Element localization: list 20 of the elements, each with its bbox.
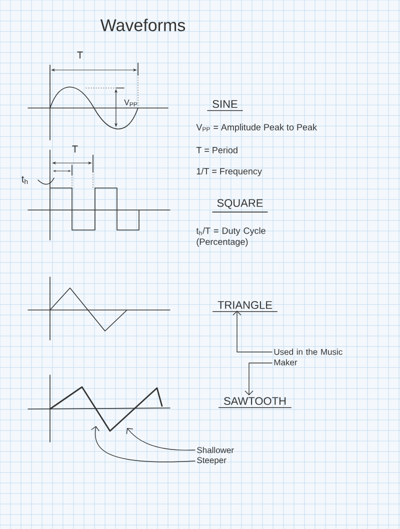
section-heading: SAWTOOTH (218, 397, 292, 408)
dimension-label: t$_{h}$ (22, 176, 28, 184)
arrow (232, 310, 272, 352)
definition-text: t$_{h}$/T = Duty Cycle (Percentage) (196, 227, 266, 247)
definition-text: V$_{PP}$ = Amplitude Peak to Peak (196, 124, 318, 132)
section-heading: TRIANGLE (212, 301, 278, 312)
note-text: Used in the Music Maker (274, 348, 342, 366)
leader-line (90, 426, 196, 462)
section-heading: SINE (207, 100, 243, 111)
leader-line (126, 428, 196, 451)
section-heading: SQUARE (212, 199, 268, 212)
arrow (244, 362, 272, 396)
leader-text: Steeper (197, 457, 226, 465)
leader-text: Shallower (197, 446, 234, 454)
dimension-label: V$_{PP}$ (124, 100, 138, 106)
dimension-label: T (72, 146, 78, 152)
heading-title: Waveforms (100, 18, 186, 32)
definition-text: T = Period (196, 146, 238, 154)
definition-text: 1/T = Frequency (196, 168, 262, 176)
dimension-label: T (77, 52, 83, 58)
